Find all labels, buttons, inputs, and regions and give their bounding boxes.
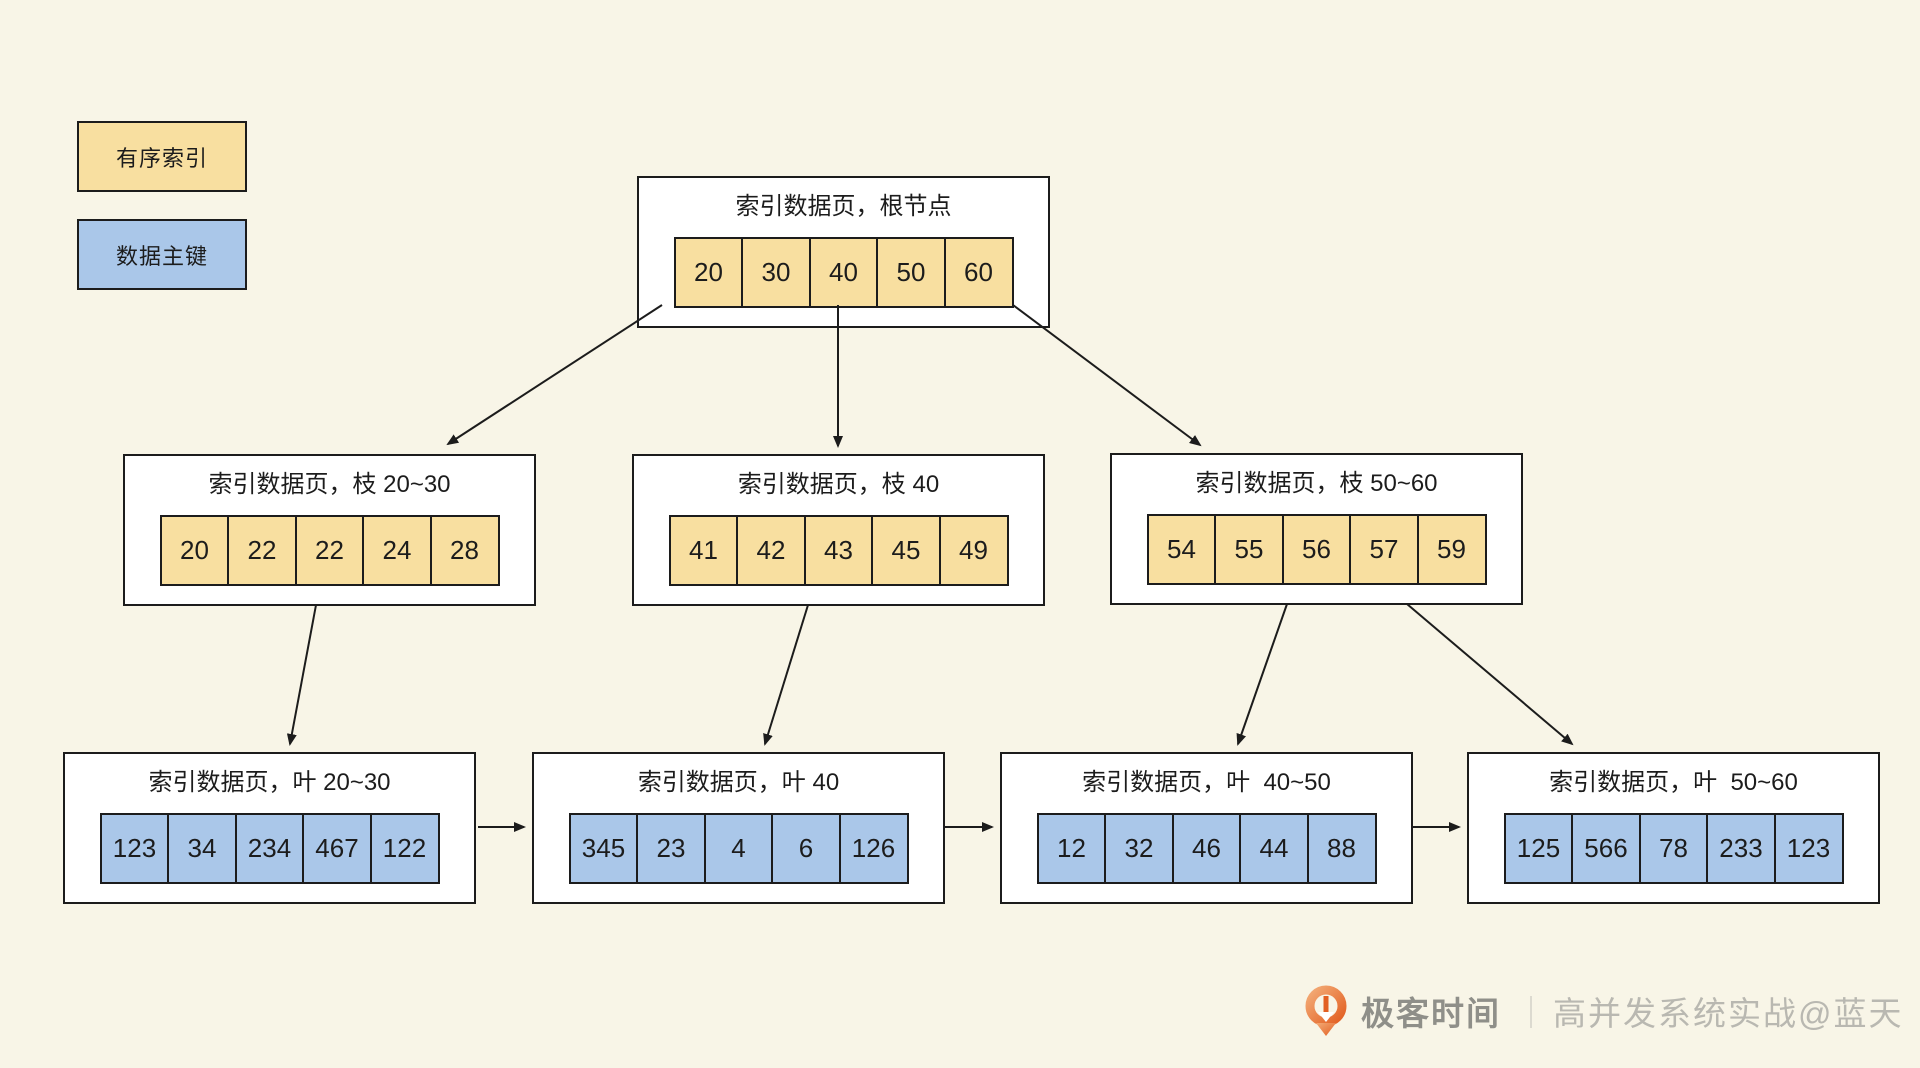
node-leaf-40-title: 索引数据页，叶 40 bbox=[637, 769, 840, 796]
cell: 4 bbox=[703, 813, 774, 884]
node-branch-50-60: 索引数据页，枝 50~60 54 55 56 57 59 bbox=[1110, 453, 1523, 605]
cell: 57 bbox=[1349, 514, 1419, 585]
node-leaf-40-50-title: 索引数据页，叶 40~50 bbox=[1082, 769, 1331, 796]
cell: 123 bbox=[1773, 813, 1844, 884]
legend-primary-key: 数据主键 bbox=[77, 219, 247, 290]
cell: 22 bbox=[294, 515, 365, 586]
arrow-branch2-to-leaf2 bbox=[763, 604, 809, 746]
cell: 30 bbox=[741, 237, 811, 308]
cell: 345 bbox=[568, 813, 639, 884]
node-root: 索引数据页，根节点 20 30 40 50 60 bbox=[637, 176, 1050, 328]
node-leaf-40: 索引数据页，叶 40 345 23 4 6 126 bbox=[532, 752, 945, 904]
legend-ordered-index-label: 有序索引 bbox=[115, 145, 208, 171]
cell: 20 bbox=[159, 515, 230, 586]
cell: 32 bbox=[1104, 813, 1174, 884]
watermark: 极客时间 ｜ 高并发系统实战@蓝天 bbox=[1303, 984, 1904, 1038]
cell: 50 bbox=[876, 237, 946, 308]
arrow-branch3-to-leaf4 bbox=[1406, 603, 1574, 746]
node-root-cells: 20 30 40 50 60 bbox=[673, 237, 1014, 308]
cell: 43 bbox=[803, 515, 874, 586]
geektime-logo-icon bbox=[1305, 985, 1347, 1036]
cell: 20 bbox=[673, 237, 744, 308]
cell: 123 bbox=[99, 813, 170, 884]
node-leaf-50-60-title: 索引数据页，叶 50~60 bbox=[1549, 769, 1798, 796]
cell: 56 bbox=[1281, 514, 1352, 585]
cell: 467 bbox=[302, 813, 372, 884]
node-leaf-40-cells: 345 23 4 6 126 bbox=[568, 813, 909, 884]
node-root-title: 索引数据页，根节点 bbox=[735, 193, 952, 220]
cell: 88 bbox=[1306, 813, 1377, 884]
node-leaf-50-60: 索引数据页，叶 50~60 125 566 78 233 123 bbox=[1467, 752, 1880, 904]
cell: 125 bbox=[1503, 813, 1574, 884]
cell: 566 bbox=[1571, 813, 1641, 884]
legend-ordered-index: 有序索引 bbox=[77, 121, 247, 192]
node-leaf-20-30-cells: 123 34 234 467 122 bbox=[99, 813, 440, 884]
cell: 44 bbox=[1239, 813, 1309, 884]
legend-primary-key-label: 数据主键 bbox=[115, 243, 208, 269]
watermark-caption: 高并发系统实战@蓝天 bbox=[1553, 995, 1904, 1032]
cell: 78 bbox=[1638, 813, 1709, 884]
cell: 12 bbox=[1036, 813, 1107, 884]
watermark-divider: ｜ bbox=[1515, 995, 1548, 1031]
arrow-branch3-to-leaf3 bbox=[1236, 603, 1288, 746]
cell: 234 bbox=[234, 813, 305, 884]
cell: 24 bbox=[362, 515, 432, 586]
cell: 126 bbox=[838, 813, 909, 884]
cell: 55 bbox=[1214, 514, 1284, 585]
watermark-brand: 极客时间 bbox=[1361, 995, 1501, 1032]
cell: 122 bbox=[369, 813, 440, 884]
node-branch-40-title: 索引数据页，枝 40 bbox=[737, 471, 940, 498]
cell: 42 bbox=[736, 515, 806, 586]
cell: 40 bbox=[808, 237, 879, 308]
cell: 41 bbox=[668, 515, 739, 586]
arrow-branch1-to-leaf1 bbox=[286, 604, 317, 746]
cell: 60 bbox=[943, 237, 1014, 308]
node-branch-50-60-title: 索引数据页，枝 50~60 bbox=[1195, 470, 1438, 497]
node-branch-50-60-cells: 54 55 56 57 59 bbox=[1146, 514, 1487, 585]
node-leaf-20-30: 索引数据页，叶 20~30 123 34 234 467 122 bbox=[63, 752, 476, 904]
cell: 34 bbox=[167, 813, 237, 884]
cell: 6 bbox=[771, 813, 841, 884]
node-branch-20-30-cells: 20 22 22 24 28 bbox=[159, 515, 500, 586]
arrow-root-to-branch1 bbox=[446, 304, 663, 446]
cell: 59 bbox=[1416, 514, 1487, 585]
node-leaf-40-50: 索引数据页，叶 40~50 12 32 46 44 88 bbox=[1000, 752, 1413, 904]
node-leaf-50-60-cells: 125 566 78 233 123 bbox=[1503, 813, 1844, 884]
cell: 46 bbox=[1171, 813, 1242, 884]
cell: 45 bbox=[871, 515, 941, 586]
node-branch-40: 索引数据页，枝 40 41 42 43 45 49 bbox=[632, 454, 1045, 606]
node-leaf-40-50-cells: 12 32 46 44 88 bbox=[1036, 813, 1377, 884]
node-branch-20-30-title: 索引数据页，枝 20~30 bbox=[208, 471, 451, 498]
cell: 49 bbox=[938, 515, 1009, 586]
cell: 54 bbox=[1146, 514, 1217, 585]
cell: 28 bbox=[429, 515, 500, 586]
cell: 233 bbox=[1706, 813, 1776, 884]
cell: 23 bbox=[636, 813, 706, 884]
node-branch-40-cells: 41 42 43 45 49 bbox=[668, 515, 1009, 586]
cell: 22 bbox=[227, 515, 297, 586]
node-branch-20-30: 索引数据页，枝 20~30 20 22 22 24 28 bbox=[123, 454, 536, 606]
node-leaf-20-30-title: 索引数据页，叶 20~30 bbox=[148, 769, 391, 796]
